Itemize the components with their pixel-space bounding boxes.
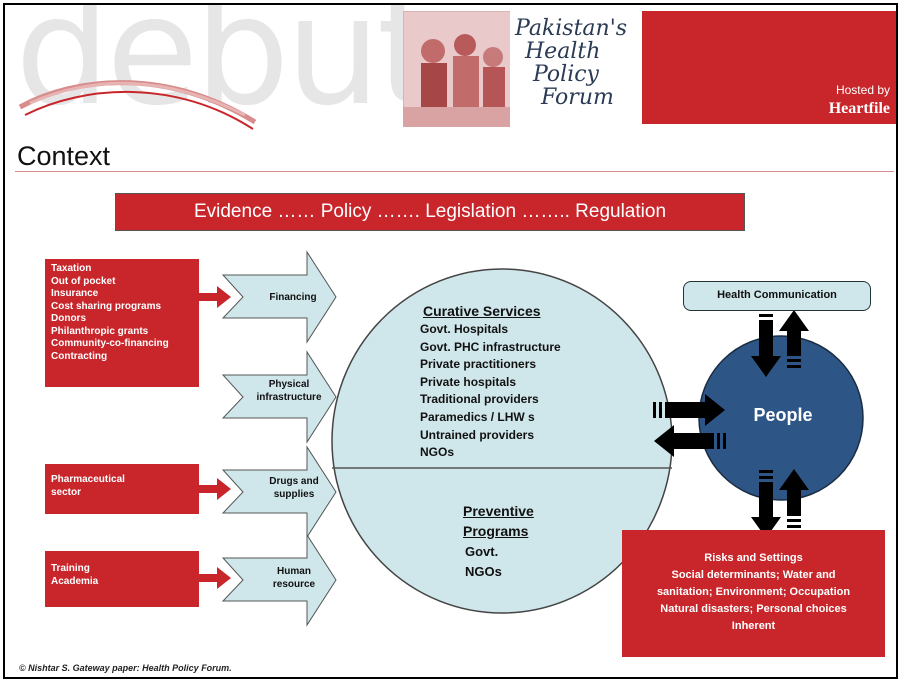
- financing-source: Philanthropic grants: [51, 325, 149, 337]
- chevron-shape: [221, 350, 337, 444]
- evidence-policy-banner: Evidence …… Policy ……. Legislation …….. …: [115, 193, 745, 231]
- hosted-by-label: Hosted by: [835, 83, 890, 97]
- arrow-to-people: [653, 394, 725, 426]
- preventive-heading-line: Preventive: [463, 503, 534, 519]
- chevron-shape: [221, 533, 337, 627]
- risks-line: Natural disasters; Personal choices: [660, 603, 847, 615]
- chevron-label-line: infrastructure: [256, 392, 322, 403]
- arrow-risks-up: [779, 469, 809, 528]
- forum-logo-area: [510, 11, 640, 127]
- red-arrow: [199, 286, 231, 308]
- curative-item: Private practitioners: [420, 357, 537, 372]
- chevron-label-line: Human: [277, 566, 311, 577]
- header-red-panel: Hosted by Heartfile: [642, 11, 896, 124]
- curative-item: Paramedics / LHW s: [420, 409, 535, 424]
- financing-source: Out of pocket: [51, 275, 116, 287]
- financing-source: Cost sharing programs: [51, 300, 162, 312]
- preventive-programs-heading: Preventive Programs: [463, 501, 534, 541]
- host-name: Heartfile: [828, 100, 890, 117]
- diagram-graphics: [199, 250, 864, 627]
- curative-item: NGOs: [420, 445, 455, 460]
- financing-source: Taxation: [51, 263, 92, 274]
- financing-source: Contracting: [51, 350, 108, 362]
- header-photo: [403, 11, 515, 127]
- chevron-label-human: Human resource: [261, 565, 327, 591]
- financing-sources-box: Taxation Out of pocket Insurance Cost sh…: [45, 259, 199, 387]
- curative-item: Govt. Hospitals: [420, 322, 509, 336]
- chevron-label-line: Physical: [268, 379, 310, 390]
- preventive-programs-list: Govt. NGOs: [465, 542, 502, 582]
- risks-settings-box: Risks and Settings Social determinants; …: [622, 530, 885, 657]
- chevron-label-line: Drugs and: [269, 476, 319, 487]
- forum-logo: Pakistan's Health Policy Forum: [515, 17, 635, 109]
- curative-item: Govt. PHC infrastructure: [420, 339, 561, 354]
- slide-frame: debut Pakistan's Health Policy Forum Hos…: [3, 3, 898, 679]
- forum-logo-line: Policy: [533, 62, 599, 87]
- forum-logo-line: Health: [525, 39, 601, 64]
- preventive-heading-line: Programs: [463, 523, 529, 539]
- financing-source: Community-co-financing: [51, 338, 169, 349]
- chevron-shape: [221, 250, 337, 344]
- chevron-label-drugs: Drugs and supplies: [261, 475, 327, 501]
- risks-line: sanitation; Environment; Occupation: [656, 586, 851, 598]
- red-arrow: [199, 567, 231, 589]
- page-title: Context: [17, 141, 111, 171]
- risks-line: Inherent: [731, 620, 776, 632]
- title-divider: [15, 171, 894, 172]
- curative-item: Untrained providers: [420, 427, 535, 442]
- people-label: People: [753, 405, 813, 425]
- pharma-line: Pharmaceutical: [51, 474, 125, 485]
- risks-line: Social determinants; Water and: [671, 569, 836, 581]
- forum-logo-line: Pakistan's: [515, 16, 628, 41]
- chevron-label-line: resource: [272, 579, 316, 590]
- pharma-box: Pharmaceutical sector: [45, 464, 199, 514]
- curative-item: Private hospitals: [420, 374, 517, 389]
- health-communication-box: Health Communication: [683, 281, 871, 311]
- arrow-people-down: [751, 470, 781, 538]
- arrow-hc-up: [779, 310, 809, 368]
- curative-item: Traditional providers: [420, 392, 539, 407]
- training-box: Training Academia: [45, 551, 199, 607]
- curative-services-heading: Curative Services: [423, 303, 541, 319]
- training-line: Academia: [51, 575, 99, 587]
- preventive-item: NGOs: [465, 564, 502, 579]
- chevron-label-financing: Financing: [269, 292, 317, 303]
- arrow-to-services: [654, 425, 726, 457]
- pharma-line: sector: [51, 486, 82, 498]
- preventive-item: Govt.: [465, 544, 499, 559]
- financing-source: Insurance: [51, 288, 99, 299]
- red-swoosh-decoration: [18, 80, 257, 130]
- financing-source: Donors: [51, 313, 86, 324]
- forum-logo-line: Forum: [541, 85, 614, 110]
- curative-services-list: Govt. Hospitals Govt. PHC infrastructure…: [420, 321, 561, 462]
- risks-line: Risks and Settings: [704, 552, 803, 564]
- training-line: Training: [51, 563, 90, 574]
- red-arrow: [199, 478, 231, 500]
- footer-credit: © Nishtar S. Gateway paper: Health Polic…: [19, 663, 232, 673]
- chevron-label-line: supplies: [273, 489, 315, 500]
- chevron-label-physical: Physical infrastructure: [249, 378, 329, 404]
